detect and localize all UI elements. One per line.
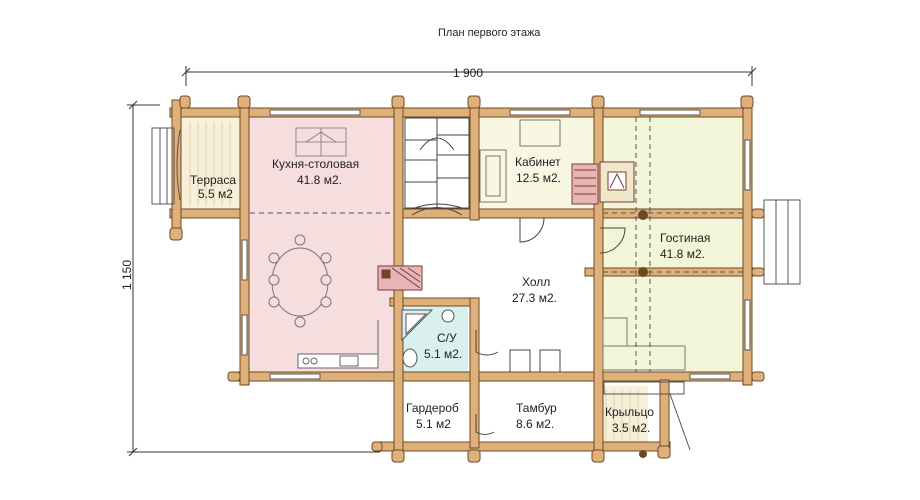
beams [250, 117, 743, 372]
terrace-steps [151, 127, 181, 205]
office-furniture [479, 119, 561, 203]
hall-area: 27.3 м2. [512, 291, 557, 305]
bathroom-area: 5.1 м2. [424, 347, 462, 361]
kitchen-fill [249, 117, 394, 379]
height-label: 1 150 [120, 260, 134, 290]
columns [638, 210, 648, 458]
porch-area: 3.5 м2. [612, 421, 650, 435]
fireplace-office [571, 161, 635, 205]
kitchen-counter [297, 320, 379, 369]
windows [241, 109, 751, 380]
kitchen-hood [295, 127, 347, 157]
terrace-name: Терраса [190, 173, 236, 187]
porch-hatch [605, 390, 639, 446]
dining-table [268, 234, 332, 328]
porch-fill [600, 386, 648, 448]
living-steps [763, 199, 801, 285]
kitchen-area: 41.8 м2. [297, 173, 342, 187]
log-ends [169, 95, 765, 463]
porch-name: Крыльцо [605, 405, 654, 419]
hall-name: Холл [522, 275, 550, 289]
doors [411, 207, 626, 435]
office-area: 12.5 м2. [516, 171, 561, 185]
bathroom-fixtures [401, 309, 455, 368]
wardrobe-name: Гардероб [406, 401, 459, 415]
living-name: Гостиная [660, 231, 710, 245]
width-label: 1 900 [453, 66, 483, 80]
living-area: 41.8 м2. [660, 247, 705, 261]
wardrobe-area: 5.1 м2 [416, 417, 451, 431]
plan-title: План первого этажа [438, 27, 541, 39]
kitchen-name: Кухня-столовая [272, 157, 359, 171]
fireplace-hall [377, 265, 423, 291]
living-sofa [602, 317, 686, 371]
office-name: Кабинет [515, 155, 561, 169]
vestibule-name: Тамбур [516, 401, 557, 415]
terrace-area: 5.5 м2 [198, 187, 233, 201]
height-dimension: 1 150 [120, 100, 380, 457]
width-dimension: 1 900 [181, 66, 757, 86]
porch-steps [603, 381, 691, 451]
vestibule-area: 8.6 м2. [516, 417, 554, 431]
staircase [404, 117, 470, 209]
terrace-hatch [189, 122, 231, 206]
terrace-fill [176, 118, 240, 210]
room-labels: Терраса 5.5 м2 Кухня-столовая 41.8 м2. К… [190, 155, 710, 435]
bathroom-name: С/У [437, 331, 457, 345]
